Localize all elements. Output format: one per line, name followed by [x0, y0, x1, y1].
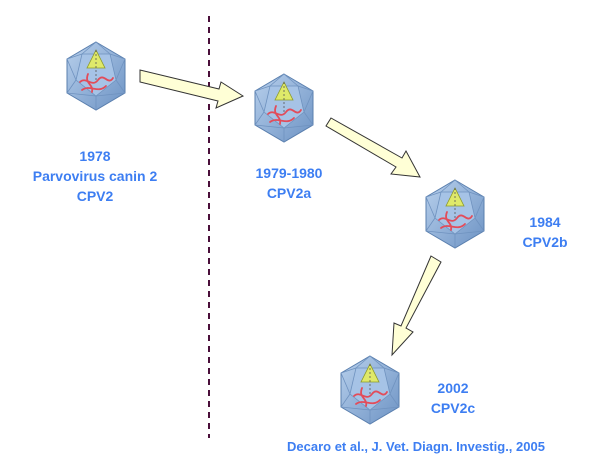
label-2002: 2002 CPV2c [418, 378, 488, 418]
label-1979-year: 1979-1980 [255, 165, 323, 181]
label-1978-name: Parvovirus canin 2 [32, 168, 158, 184]
label-1979-strain: CPV2a [266, 185, 312, 201]
label-1978-strain: CPV2 [76, 188, 114, 204]
virus-icon-1978 [66, 41, 126, 111]
arrow-1 [139, 69, 245, 109]
arrow-3 [391, 255, 442, 357]
label-2002-strain: CPV2c [430, 400, 476, 416]
virus-icon-2002 [340, 355, 400, 425]
label-1984: 1984 CPV2b [510, 212, 580, 252]
label-1978: 1978 Parvovirus canin 2 CPV2 [20, 146, 170, 206]
virus-icon-1979 [254, 73, 314, 143]
label-1978-year: 1978 [79, 148, 111, 164]
virus-icon-1984 [425, 179, 485, 249]
label-2002-year: 2002 [437, 380, 469, 396]
arrow-2 [325, 117, 421, 178]
label-1984-year: 1984 [529, 214, 561, 230]
label-1984-strain: CPV2b [522, 234, 568, 250]
citation: Decaro et al., J. Vet. Diagn. Investig.,… [287, 439, 545, 454]
label-1979: 1979-1980 CPV2a [234, 163, 344, 203]
